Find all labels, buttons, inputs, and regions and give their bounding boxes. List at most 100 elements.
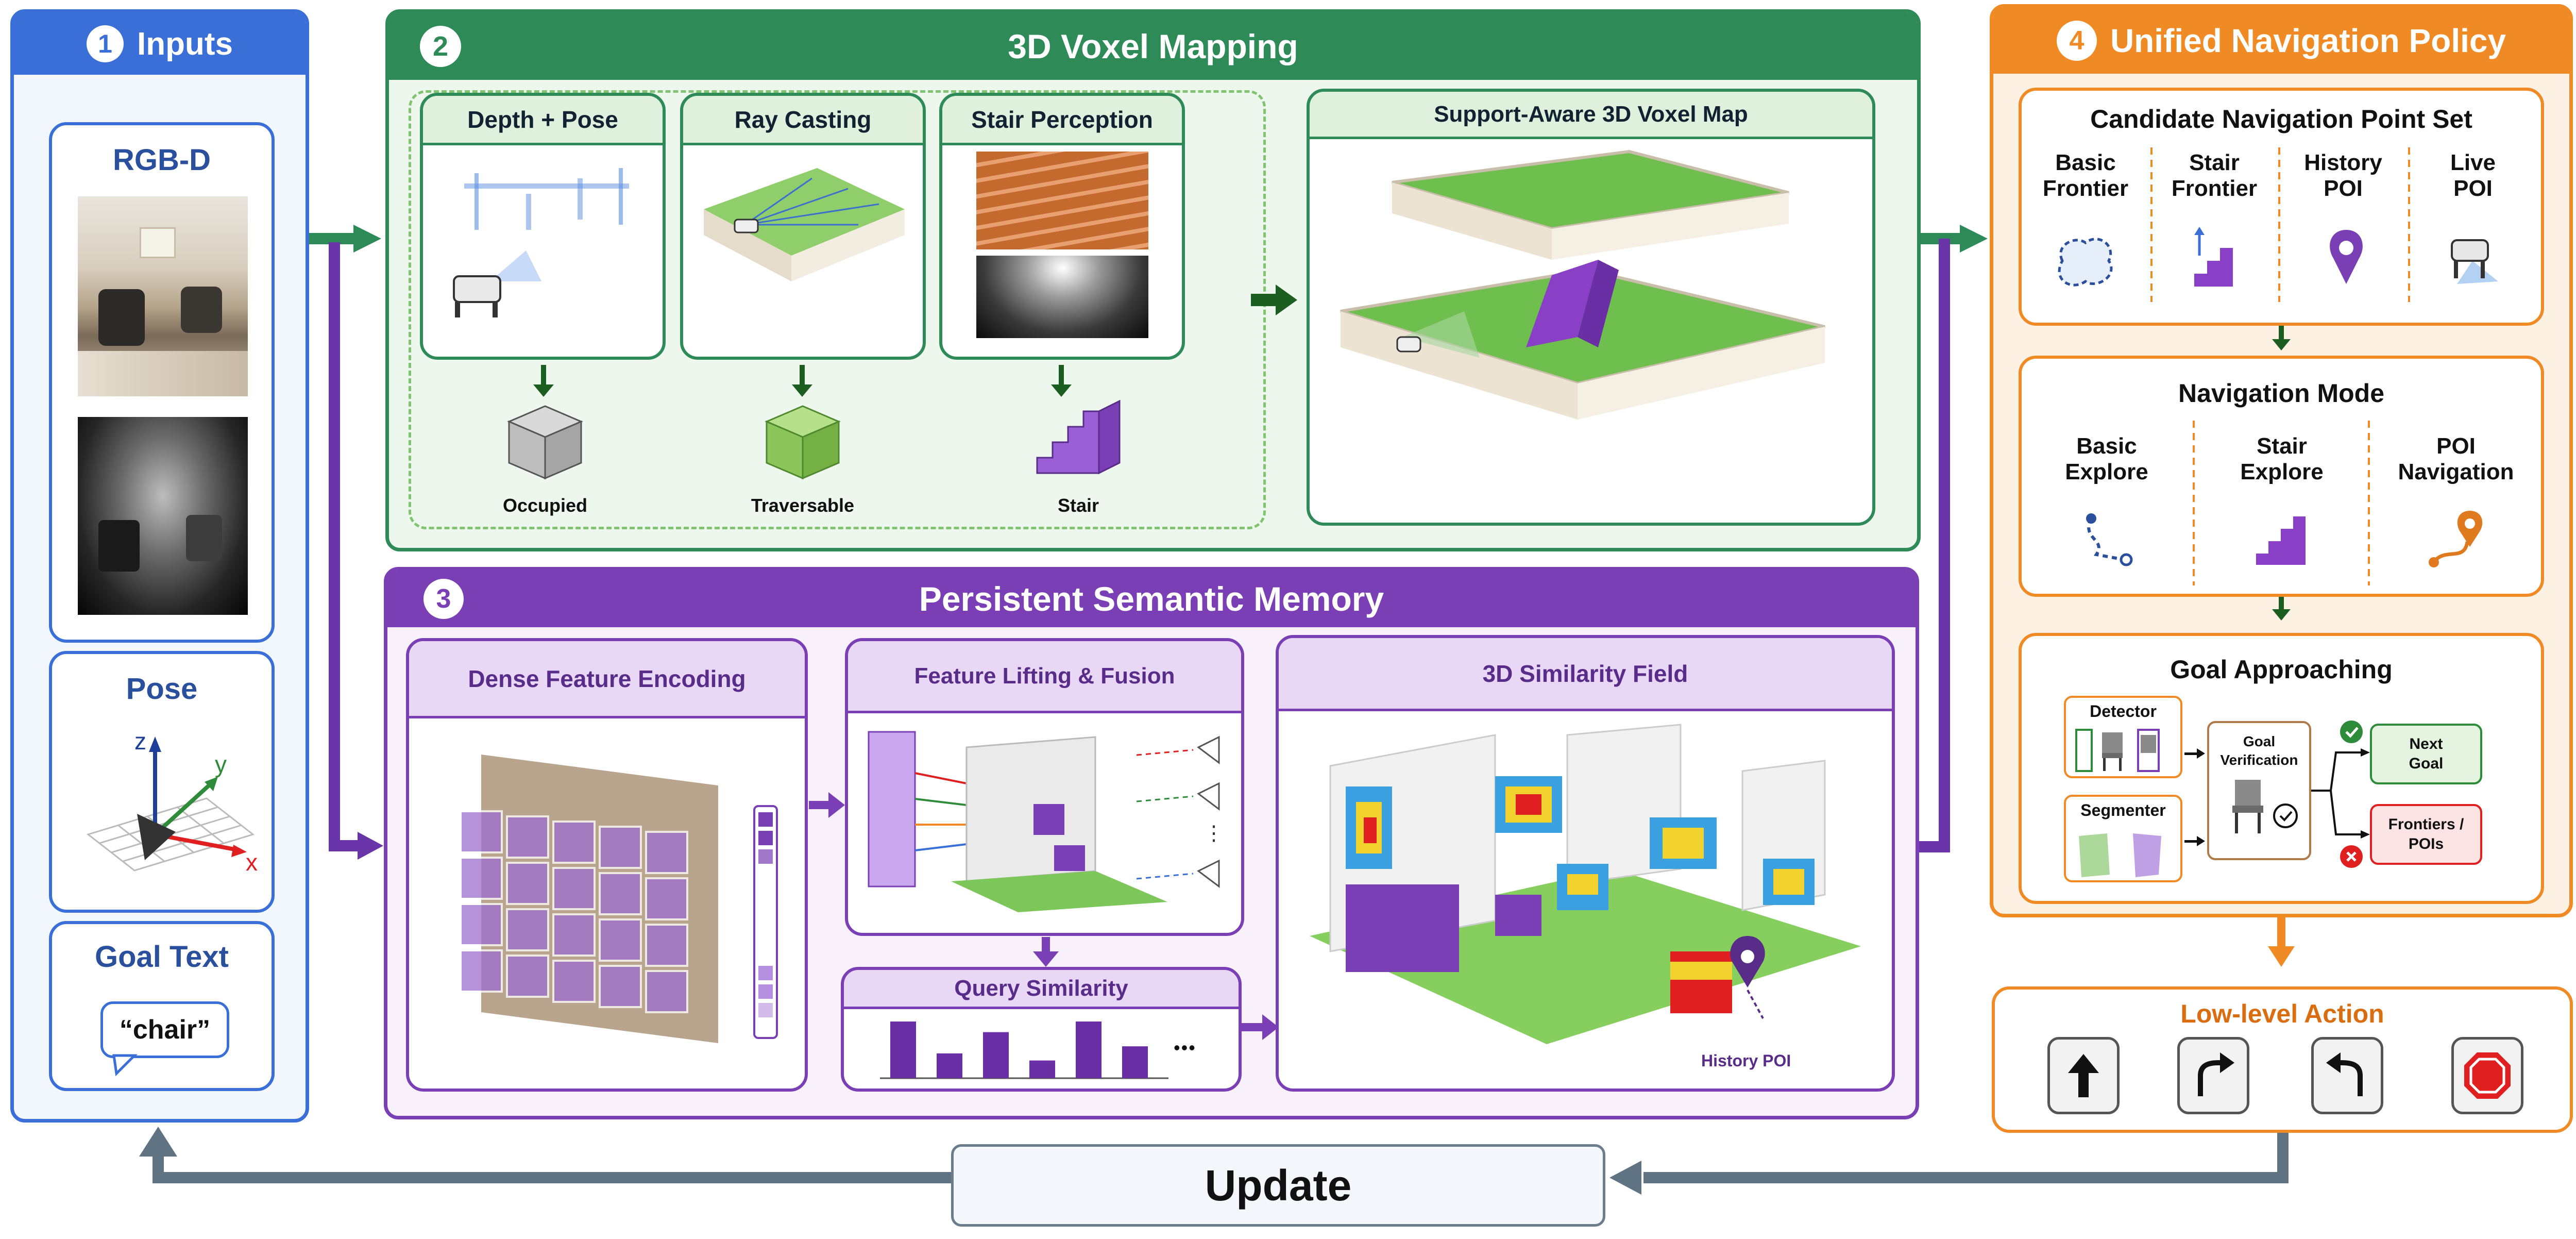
segmenter-label: Segmenter xyxy=(2080,801,2166,819)
similarity-field-card: 3D Similarity Field History POI xyxy=(1276,635,1895,1092)
feature-lifting-header: Feature Lifting & Fusion xyxy=(848,641,1241,713)
query-similarity-bar xyxy=(890,1022,916,1078)
query-similarity-bars xyxy=(880,1022,1168,1079)
inputs-title: Inputs xyxy=(137,26,233,62)
move-forward-button[interactable] xyxy=(2047,1037,2120,1114)
query-similarity-bar xyxy=(1076,1022,1101,1078)
dense-feature-header: Dense Feature Encoding xyxy=(409,641,805,718)
update-box: Update xyxy=(951,1144,1605,1227)
stair-perception-title: Stair Perception xyxy=(971,106,1153,133)
voxel-map-title: Support-Aware 3D Voxel Map xyxy=(1434,101,1748,127)
verification-chair-icon xyxy=(2232,780,2298,833)
depth-pose-header: Depth + Pose xyxy=(423,96,663,145)
pose-card: Pose z y x xyxy=(49,651,275,913)
similarity-field-header: 3D Similarity Field xyxy=(1279,638,1892,711)
rgb-image xyxy=(78,196,248,396)
policy-to-action-arrow xyxy=(2268,917,2295,967)
ray-casting-illustration xyxy=(704,168,905,281)
detector-label: Detector xyxy=(2090,702,2157,721)
occupied-label: Occupied xyxy=(502,495,588,516)
candidate-set-title: Candidate Navigation Point Set xyxy=(2090,105,2472,133)
perception-down-arrows xyxy=(533,365,1072,397)
stair-depth-image xyxy=(976,256,1148,338)
step-number-4: 4 xyxy=(2056,21,2097,61)
pose-axes-diagram: z y x xyxy=(86,728,258,876)
policy-down-arrows xyxy=(2272,326,2291,621)
dense-to-lifting-arrow xyxy=(809,792,845,818)
turn-right-button[interactable] xyxy=(2177,1037,2249,1114)
semantic-memory-header: 3 Persistent Semantic Memory xyxy=(387,571,1916,627)
rgbd-label: RGB-D xyxy=(112,143,211,177)
step-number-3: 3 xyxy=(423,579,464,619)
turn-left-button[interactable] xyxy=(2311,1037,2383,1114)
goal-speech-bubble: “chair” xyxy=(100,1001,229,1058)
voxel-map-card: Support-Aware 3D Voxel Map xyxy=(1307,89,1875,526)
goal-text-card: Goal Text “chair” xyxy=(49,921,275,1091)
stair-perception-header: Stair Perception xyxy=(942,96,1182,145)
detector-chairs-icon xyxy=(2075,729,2160,772)
step-number-2: 2 xyxy=(420,26,461,67)
voxel-mapping-title: 3D Voxel Mapping xyxy=(1008,27,1298,65)
low-level-action-card: Low-level Action xyxy=(1992,986,2573,1133)
update-label: Update xyxy=(1205,1161,1352,1210)
policy-title: Unified Navigation Policy xyxy=(2110,22,2506,59)
point-cloud-illustration xyxy=(453,168,629,317)
segmenter-masks-icon xyxy=(2079,833,2161,877)
inputs-header: 1 Inputs xyxy=(14,13,306,75)
navigation-mode-title: Navigation Mode xyxy=(2178,379,2385,408)
candidate-dividers xyxy=(2150,147,2410,302)
voxel-mapping-header: 2 3D Voxel Mapping xyxy=(389,13,1917,80)
goal-approaching-card: Goal Approaching Detector Segmenter Goal… xyxy=(2019,633,2544,904)
frontiers-pois-box: Frontiers /POIs xyxy=(2370,804,2482,865)
low-level-action-title: Low-level Action xyxy=(2180,999,2384,1028)
query-to-field-arrow xyxy=(1242,1014,1279,1040)
dense-feature-title: Dense Feature Encoding xyxy=(468,665,746,692)
rgbd-card: RGB-D xyxy=(49,122,275,643)
stair-frontier-icon xyxy=(2194,227,2233,287)
support-aware-map-illustration xyxy=(1340,149,1825,420)
query-similarity-bar xyxy=(983,1032,1009,1078)
stair-label: Stair xyxy=(1057,495,1099,516)
semantic-memory-title: Persistent Semantic Memory xyxy=(919,580,1384,618)
query-similarity-bar xyxy=(1029,1060,1055,1078)
basic-frontier-icon xyxy=(2058,238,2113,287)
traversable-voxel-icon xyxy=(765,405,841,480)
stair-rgb-image xyxy=(976,152,1148,249)
voxel-map-header: Support-Aware 3D Voxel Map xyxy=(1310,92,1872,139)
turn-right-icon xyxy=(2198,1052,2234,1096)
turn-left-icon xyxy=(2326,1052,2363,1096)
feature-lifting-illustration: ⋮ xyxy=(868,731,1224,912)
history-poi-icon xyxy=(2330,230,2363,284)
query-ellipsis: ••• xyxy=(1174,1037,1196,1058)
mode-dividers xyxy=(2193,421,2370,585)
traversable-label: Traversable xyxy=(751,495,855,516)
lifting-to-query-arrow xyxy=(1033,937,1059,967)
goal-text-label: Goal Text xyxy=(95,940,229,974)
similarity-field-illustration xyxy=(1310,724,1861,1044)
stair-explore-icon xyxy=(2256,516,2306,565)
depth-image xyxy=(78,417,248,615)
query-similarity-bar xyxy=(1122,1046,1148,1078)
depth-pose-title: Depth + Pose xyxy=(467,106,618,133)
dense-feature-card: Dense Feature Encoding xyxy=(406,638,808,1092)
speech-bubble-tail xyxy=(112,1054,138,1077)
query-similarity-card: Query Similarity ••• xyxy=(841,967,1242,1092)
live-poi-robot-icon xyxy=(2451,239,2498,284)
depth-pose-card: Depth + Pose xyxy=(420,93,666,360)
ray-casting-title: Ray Casting xyxy=(734,106,872,133)
axis-y-label: y xyxy=(215,751,227,778)
inputs-panel: 1 Inputs RGB-D Pose xyxy=(10,9,309,1123)
goal-flow-connectors xyxy=(2184,721,2370,868)
stop-button[interactable] xyxy=(2451,1037,2523,1114)
step-number-1: 1 xyxy=(87,25,124,62)
detector-box: Detector xyxy=(2064,696,2182,778)
history-poi-label: History POI xyxy=(1701,1051,1791,1070)
